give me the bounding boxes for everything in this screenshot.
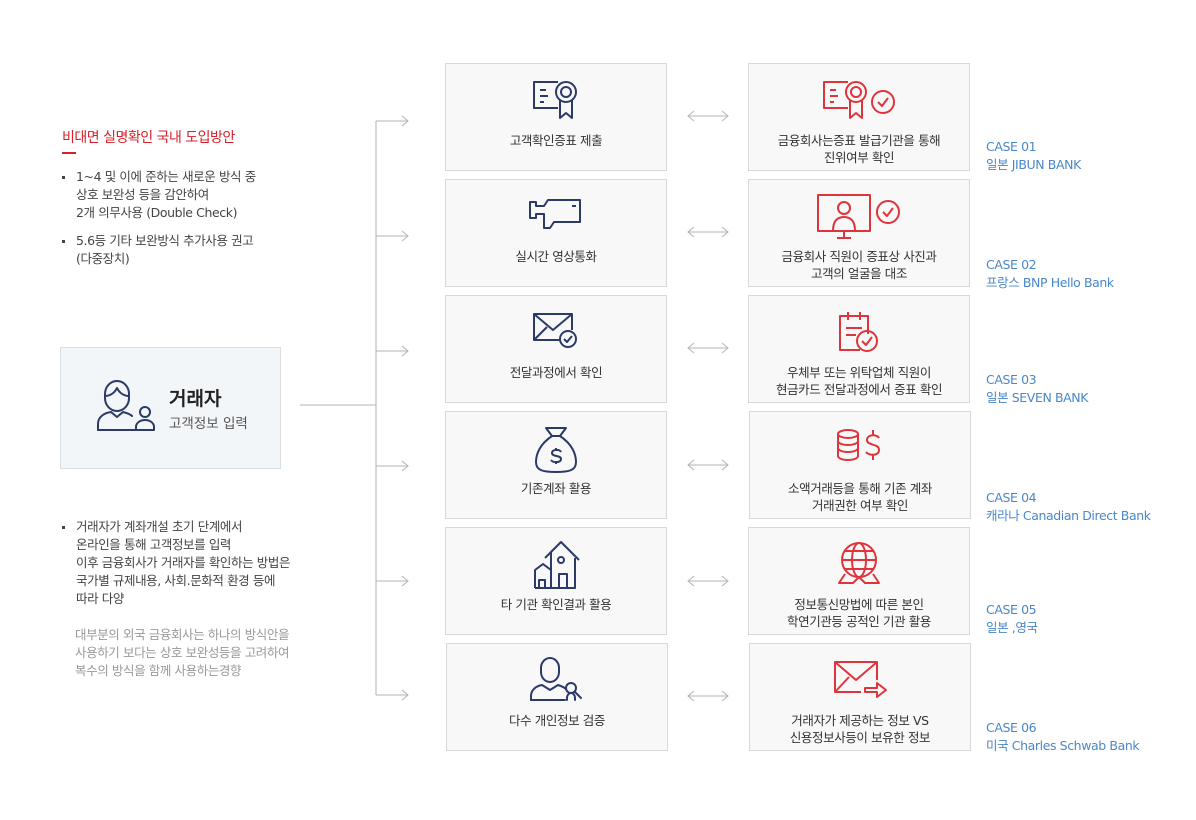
verify-card: 소액거래등을 통해 기존 계좌 거래권한 여부 확인	[749, 411, 971, 519]
case-id: CASE 06	[986, 720, 1037, 735]
video-camera-icon	[529, 199, 581, 229]
method-card: 다수 개인정보 검증	[446, 643, 668, 751]
mail-forward-icon	[834, 661, 887, 698]
branch-arrow	[376, 460, 409, 472]
method-label: 타 기관 확인결과 활용	[500, 597, 612, 612]
case-id: CASE 03	[986, 372, 1037, 387]
double-arrow	[687, 690, 729, 702]
verify-label: 금융회사 직원이 증표상 사진과 고객의 얼굴을 대조	[781, 249, 937, 281]
guideline-item: 1~4 및 이에 준하는 새로운 방식 중 상호 보완성 등을 감안하여 2개 …	[62, 168, 312, 222]
process-item: 거래자가 계좌개설 초기 단계에서 온라인을 통해 고객정보를 입력 이후 금융…	[62, 518, 322, 608]
guideline-list: 1~4 및 이에 준하는 새로운 방식 중 상호 보완성 등을 감안하여 2개 …	[62, 168, 312, 268]
double-arrow	[687, 575, 729, 587]
branch-arrow	[376, 115, 409, 127]
buildings-icon	[534, 541, 580, 589]
method-card: 고객확인증표 제출	[445, 63, 667, 171]
case-label: CASE 05 일본 ,영국	[986, 601, 1038, 637]
branch-arrow	[376, 345, 409, 357]
trader-box: 거래자 고객정보 입력	[60, 347, 281, 469]
case-id: CASE 04	[986, 490, 1037, 505]
method-card: 기존계좌 활용	[445, 411, 667, 519]
method-label: 기존계좌 활용	[520, 481, 592, 496]
method-label: 전달과정에서 확인	[509, 365, 603, 380]
verify-card: 금융회사는증표 발급기관을 통해 진위여부 확인	[748, 63, 970, 171]
verify-label: 정보통신망법에 따른 본인 학연기관등 공적인 기관 활용	[787, 597, 931, 629]
case-name: 캐라나 Canadian Direct Bank	[986, 508, 1151, 523]
case-name: 일본 JIBUN BANK	[986, 157, 1081, 172]
branch-arrow	[376, 230, 409, 242]
monitor-person-check-icon	[817, 194, 900, 239]
person-user-icon	[97, 380, 155, 431]
method-card: 전달과정에서 확인	[445, 295, 667, 403]
branch-arrow	[376, 689, 409, 701]
verify-card: 금융회사 직원이 증표상 사진과 고객의 얼굴을 대조	[748, 179, 970, 287]
globe-icon	[838, 542, 880, 584]
double-arrow	[687, 110, 729, 122]
mail-check-icon	[531, 308, 577, 348]
method-label: 다수 개인정보 검증	[509, 713, 605, 728]
verify-label: 소액거래등을 통해 기존 계좌 거래권한 여부 확인	[788, 481, 932, 513]
certificate-icon	[533, 81, 577, 119]
coins-dollar-icon	[837, 429, 880, 461]
case-id: CASE 02	[986, 257, 1037, 272]
case-name: 미국 Charles Schwab Bank	[986, 738, 1140, 753]
verify-card: 우체부 또는 위탁업체 직원이 현금카드 전달과정에서 증표 확인	[748, 295, 970, 403]
double-arrow	[687, 459, 729, 471]
case-name: 프랑스 BNP Hello Bank	[986, 275, 1114, 290]
case-label: CASE 02 프랑스 BNP Hello Bank	[986, 256, 1114, 292]
trader-subtitle: 고객정보 입력	[169, 416, 248, 432]
case-id: CASE 05	[986, 602, 1037, 617]
case-label: CASE 04 캐라나 Canadian Direct Bank	[986, 489, 1151, 525]
case-name: 일본 SEVEN BANK	[986, 390, 1089, 405]
guideline-item: 5.6등 기타 보완방식 추가사용 권고 (다중장치)	[62, 232, 312, 268]
branch-arrow	[376, 575, 409, 587]
method-label: 고객확인증표 제출	[509, 133, 603, 148]
case-name: 일본 ,영국	[986, 620, 1038, 635]
person-search-icon	[530, 657, 582, 701]
method-card: 타 기관 확인결과 활용	[445, 527, 667, 635]
case-label: CASE 01 일본 JIBUN BANK	[986, 138, 1081, 174]
method-label: 실시간 영상통화	[515, 249, 597, 264]
certificate-check-icon	[823, 81, 895, 119]
money-bag-icon	[535, 427, 577, 473]
method-card: 실시간 영상통화	[445, 179, 667, 287]
verify-card: 거래자가 제공하는 정보 VS 신용정보사등이 보유한 정보	[749, 643, 971, 751]
verify-label: 우체부 또는 위탁업체 직원이 현금카드 전달과정에서 증표 확인	[775, 365, 943, 397]
case-label: CASE 06 미국 Charles Schwab Bank	[986, 719, 1140, 755]
side-note: 대부분의 외국 금융회사는 하나의 방식안을 사용하기 보다는 상호 보완성등을…	[75, 627, 290, 678]
title-underline	[62, 152, 76, 154]
verify-card: 정보통신망법에 따른 본인 학연기관등 공적인 기관 활용	[748, 527, 970, 635]
double-arrow	[687, 226, 729, 238]
case-label: CASE 03 일본 SEVEN BANK	[986, 371, 1088, 407]
case-id: CASE 01	[986, 139, 1037, 154]
trader-title: 거래자	[169, 388, 222, 410]
verify-label: 거래자가 제공하는 정보 VS 신용정보사등이 보유한 정보	[789, 713, 931, 745]
verify-label: 금융회사는증표 발급기관을 통해 진위여부 확인	[777, 133, 941, 165]
double-arrow	[687, 342, 729, 354]
process-list: 거래자가 계좌개설 초기 단계에서 온라인을 통해 고객정보를 입력 이후 금융…	[62, 518, 322, 608]
clipboard-check-icon	[839, 312, 878, 352]
section-title: 비대면 실명확인 국내 도입방안	[62, 130, 235, 146]
